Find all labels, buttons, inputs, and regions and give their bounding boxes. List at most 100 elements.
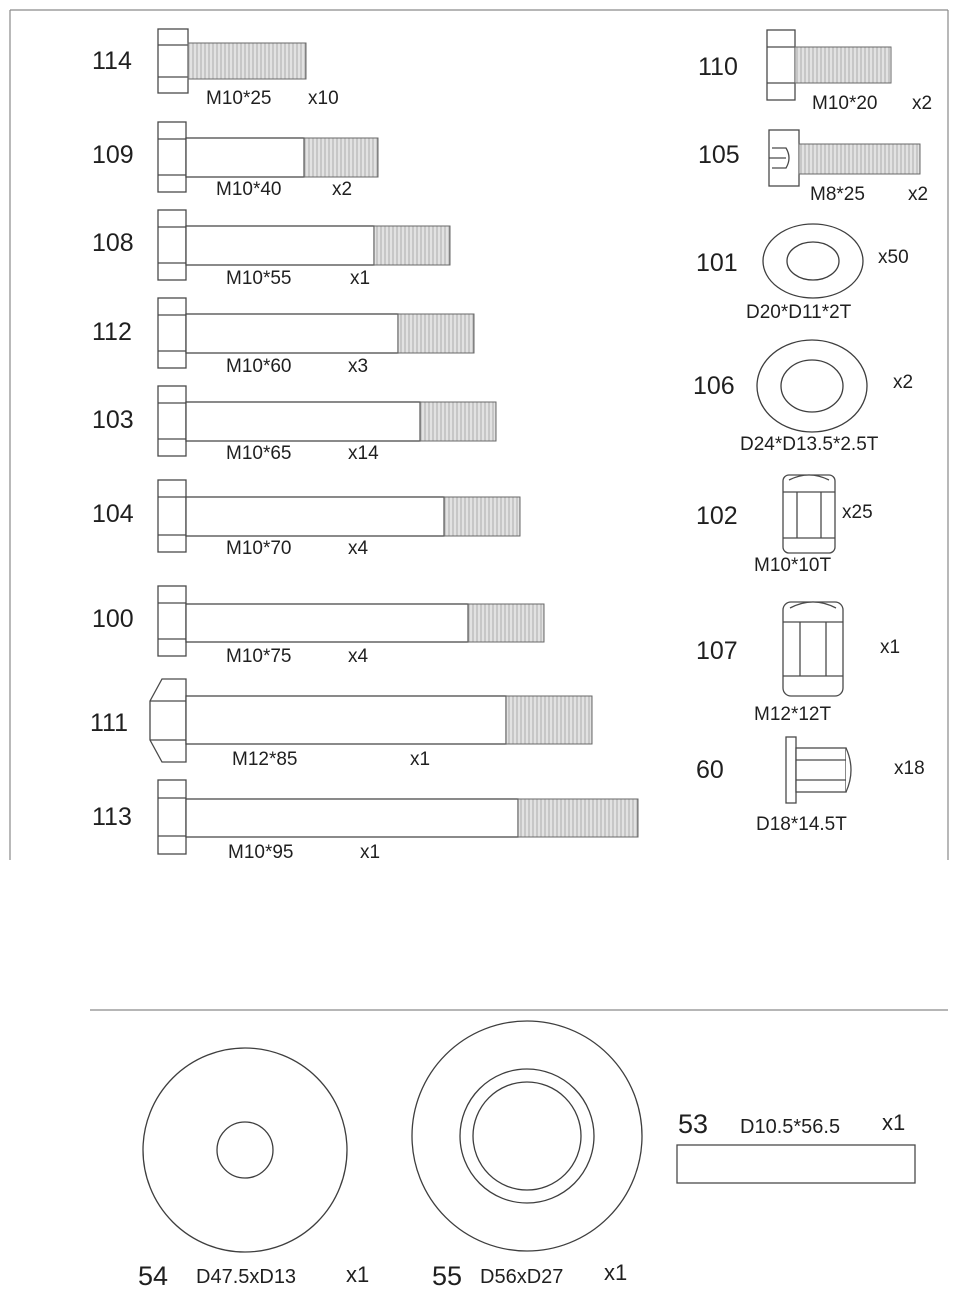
part-qty: x14: [348, 443, 379, 464]
bolt-row: 108 M10*55 x1: [92, 209, 451, 289]
large-parts-list: 54 D47.5xD13 x1 55 D56xD27 x1 53 D10.5*5…: [138, 1020, 916, 1291]
part-spec: M10*25: [206, 88, 272, 109]
part-number: 106: [693, 372, 735, 400]
part-spec: D47.5xD13: [196, 1266, 296, 1288]
washer-icon: [142, 1047, 348, 1253]
part-spec: M10*75: [226, 646, 292, 667]
part-qty: x1: [880, 637, 900, 658]
part-row: 106 x2 D24*D13.5*2.5T: [693, 339, 913, 455]
bolt-row: 100 M10*75 x4: [92, 585, 545, 667]
part-number: 114: [92, 47, 132, 75]
part-qty: x1: [346, 1262, 369, 1287]
part-row: 102 x25 M10*10T: [696, 474, 873, 576]
part-qty: x2: [332, 179, 352, 200]
bolt-row: 113 M10*95 x1: [92, 779, 639, 863]
part-number: 113: [92, 803, 132, 831]
part-spec: M8*25: [810, 184, 865, 205]
part-spec: D24*D13.5*2.5T: [740, 434, 879, 455]
part-qty: x1: [360, 842, 380, 863]
part-row: 60 x18 D18*14.5T: [696, 736, 925, 835]
part-spec: D56xD27: [480, 1266, 563, 1288]
part-number: 103: [92, 406, 134, 434]
washer-icon: [756, 339, 868, 433]
part-number: 55: [432, 1261, 462, 1291]
part-row: 110 M10*20 x2: [698, 29, 932, 114]
part-number: 102: [696, 502, 738, 530]
part-number: 60: [696, 756, 724, 784]
hex-bolt-icon: [157, 585, 545, 657]
bolt-list: 114 M10*25 x10 109 M10*40 x2: [90, 28, 639, 863]
part-number: 107: [696, 637, 738, 665]
part-number: 105: [698, 141, 740, 169]
part-spec: M10*60: [226, 356, 292, 377]
bolt-row: 109 M10*40 x2: [92, 121, 379, 200]
part-number: 109: [92, 141, 134, 169]
hex-bolt-icon: [157, 297, 475, 369]
part-number: 111: [90, 709, 128, 737]
part-qty: x2: [893, 372, 913, 393]
part-row: 107 x1 M12*12T: [696, 601, 900, 725]
part-qty: x1: [410, 749, 430, 770]
bolt-row: 112 M10*60 x3: [92, 297, 475, 377]
part-number: 101: [696, 249, 738, 277]
part-row: 105 M8*25 x2: [698, 129, 928, 205]
part-spec: D18*14.5T: [756, 814, 847, 835]
part-spec: M12*85: [232, 749, 298, 770]
sleeve-icon: [676, 1144, 916, 1184]
part-spec: M10*65: [226, 443, 292, 464]
part-spec: M10*70: [226, 538, 292, 559]
part-number: 104: [92, 500, 134, 528]
part-row: 54 D47.5xD13 x1: [138, 1047, 369, 1291]
part-row: 55 D56xD27 x1: [411, 1020, 643, 1291]
bolt-row: 111 M12*85 x1: [90, 678, 593, 770]
allen-bolt-icon: [768, 129, 921, 187]
part-row: 53 D10.5*56.5 x1: [676, 1109, 916, 1184]
part-qty: x50: [878, 247, 909, 268]
part-spec: D20*D11*2T: [746, 302, 852, 323]
part-qty: x10: [308, 88, 339, 109]
part-spec: D10.5*56.5: [740, 1116, 840, 1138]
nut-icon: [782, 474, 836, 554]
bolt-row: 103 M10*65 x14: [92, 385, 497, 464]
bolt-row: 114 M10*25 x10: [92, 28, 339, 109]
part-qty: x18: [894, 758, 925, 779]
hex-bolt-icon: [157, 28, 307, 94]
part-number: 54: [138, 1261, 168, 1291]
part-spec: M10*55: [226, 268, 292, 289]
part-qty: x1: [604, 1260, 627, 1285]
part-row: 101 x50 D20*D11*2T: [696, 223, 909, 323]
part-qty: x3: [348, 356, 368, 377]
top-panel: [9, 9, 949, 860]
part-number: 100: [92, 605, 134, 633]
part-spec: M10*20: [812, 93, 878, 114]
part-qty: x1: [882, 1110, 905, 1135]
part-spec: M12*12T: [754, 704, 831, 725]
part-number: 53: [678, 1109, 708, 1139]
hex-bolt-icon: [157, 121, 379, 193]
part-number: 112: [92, 318, 132, 346]
nut-icon: [782, 601, 844, 697]
part-qty: x1: [350, 268, 370, 289]
part-qty: x25: [842, 502, 873, 523]
part-qty: x4: [348, 538, 369, 559]
hex-bolt-icon: [766, 29, 892, 101]
washer-icon: [762, 223, 864, 299]
bolt-row: 104 M10*70 x4: [92, 479, 521, 559]
hex-bolt-icon: [149, 678, 593, 763]
hex-bolt-icon: [157, 209, 451, 281]
part-spec: M10*95: [228, 842, 294, 863]
spacer-icon: [411, 1020, 643, 1252]
bushing-icon: [785, 736, 852, 804]
part-qty: x2: [912, 93, 932, 114]
small-parts-list: 110 M10*20 x2 105 M8*25 x2 101: [693, 29, 932, 835]
hex-bolt-icon: [157, 385, 497, 457]
hex-bolt-icon: [157, 479, 521, 553]
part-spec: M10*40: [216, 179, 282, 200]
part-spec: M10*10T: [754, 555, 831, 576]
part-number: 110: [698, 53, 738, 81]
part-qty: x2: [908, 184, 928, 205]
hex-bolt-icon: [157, 779, 639, 855]
part-number: 108: [92, 229, 134, 257]
part-qty: x4: [348, 646, 369, 667]
